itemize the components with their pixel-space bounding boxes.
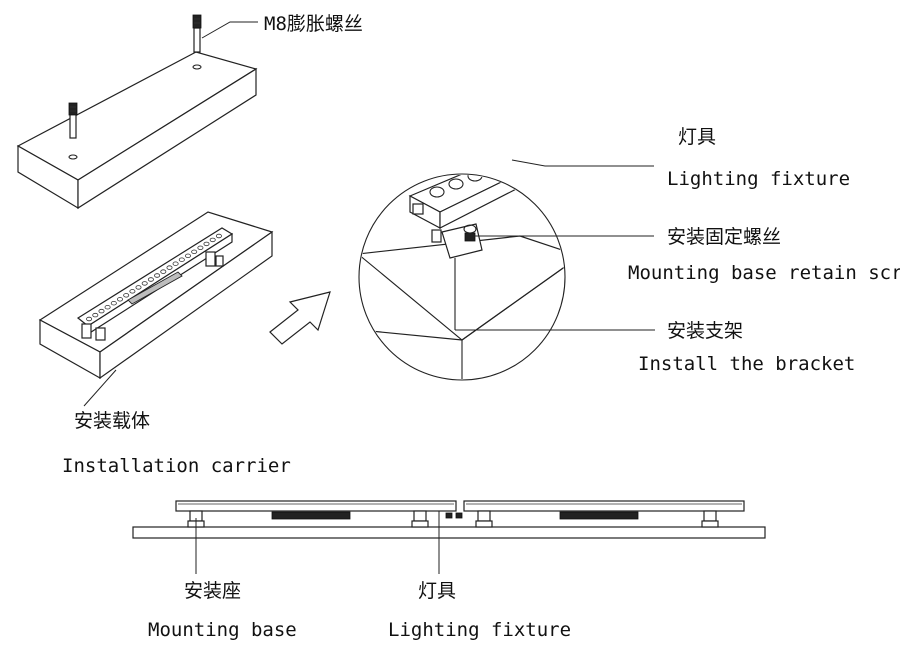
m8-screw-label: M8膨胀螺丝 <box>264 13 363 35</box>
mounted-fixture-iso <box>76 227 234 341</box>
led-lens <box>209 237 216 243</box>
bracket-label-cn: 安装支架 <box>667 320 744 342</box>
detail-magnifier <box>358 173 566 381</box>
led-lens <box>135 285 142 290</box>
led-lens <box>117 297 124 302</box>
led-lens <box>172 261 179 266</box>
led-lens <box>215 233 222 239</box>
mounting-base <box>477 510 491 522</box>
mounting-base-foot <box>701 520 719 528</box>
fixture2-label-cn: 灯具 <box>418 580 457 602</box>
led-lens <box>184 253 191 258</box>
led-lens <box>98 308 105 314</box>
mounting-base-foot <box>411 520 429 528</box>
fixture-label-cn: 灯具 <box>678 126 717 148</box>
mounting-base <box>413 510 427 522</box>
fixture-leader <box>511 159 654 167</box>
led-lens <box>123 293 130 298</box>
led-lens <box>147 277 154 282</box>
led-lens <box>129 289 136 294</box>
led-lens <box>104 305 111 310</box>
led-lens <box>166 265 173 270</box>
base-label-en: Mounting base <box>148 619 297 641</box>
carrier-slab-with-fixture <box>38 211 274 380</box>
fixture2-label-en: Lighting fixture <box>388 619 572 641</box>
base-label-cn: 安装座 <box>184 580 242 602</box>
led-lens <box>191 249 198 254</box>
carrier-label-en: Installation carrier <box>62 455 291 477</box>
led-lens <box>160 269 167 274</box>
elevation-view <box>132 500 766 539</box>
led-lens <box>110 301 117 306</box>
carrier-slab-with-screws <box>16 51 258 210</box>
led-lens <box>178 257 185 262</box>
expansion-screw-left <box>68 102 78 139</box>
step-arrow <box>269 291 331 345</box>
led-lens <box>203 241 210 247</box>
led-lens <box>154 273 161 278</box>
retain-screw-label-cn: 安装固定螺丝 <box>667 226 782 248</box>
fixture-label-en: Lighting fixture <box>667 168 851 190</box>
m8-leader <box>201 21 258 39</box>
led-lens <box>197 245 204 250</box>
led-lens <box>141 281 148 286</box>
led-lens <box>86 316 93 322</box>
carrier-label-cn: 安装载体 <box>74 410 151 432</box>
mounting-base <box>703 510 717 522</box>
bracket-label-en: Install the bracket <box>638 353 856 375</box>
expansion-screw-right <box>192 14 202 53</box>
carrier-leader <box>83 369 117 407</box>
led-lens <box>92 312 99 318</box>
retain-screw-label-en: Mounting base retain screw <box>628 262 900 284</box>
mounting-base-foot <box>475 520 493 528</box>
